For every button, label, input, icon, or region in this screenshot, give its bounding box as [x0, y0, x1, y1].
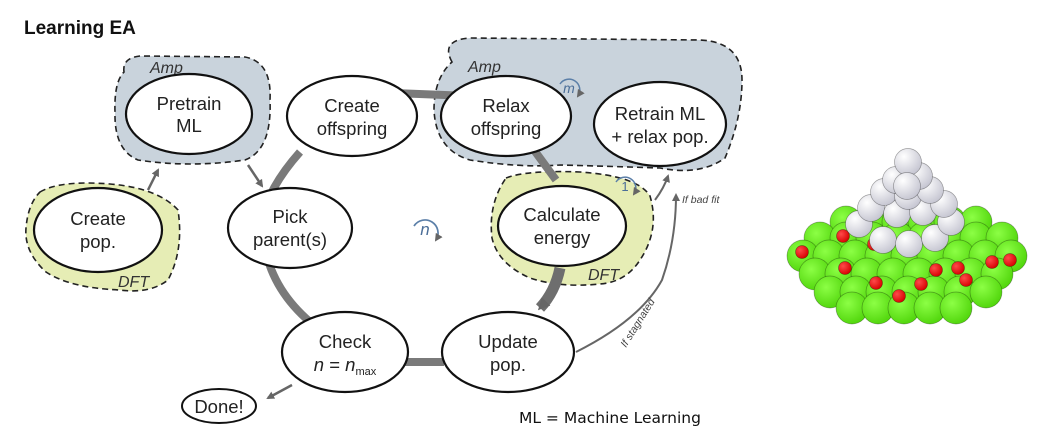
- node-update-pop: Update pop.: [440, 310, 576, 394]
- node-pretrain-ml: Pretrain ML: [124, 72, 254, 156]
- node-create-pop: Create pop.: [32, 186, 164, 274]
- node-relax-offspring-line2: offspring: [471, 118, 542, 139]
- node-create-offspring-line2: offspring: [317, 118, 388, 139]
- node-pick-parents-line2: parent(s): [253, 229, 327, 250]
- node-create-offspring-line1: Create: [324, 95, 380, 116]
- n-loop-label: n: [420, 220, 429, 239]
- red-atom: [914, 277, 928, 291]
- node-relax-offspring-line1: Relax: [482, 95, 530, 116]
- diagram-title: Learning EA: [24, 18, 136, 39]
- node-done-label: Done!: [194, 396, 243, 417]
- red-atom: [985, 255, 999, 269]
- amp-label-pretrain: Amp: [149, 60, 183, 77]
- node-relax-offspring: Relax offspring: [439, 74, 573, 158]
- red-atom: [929, 263, 943, 277]
- if-bad-fit-label: If bad fit: [682, 194, 720, 206]
- node-create-pop-line1: Create: [70, 208, 126, 229]
- node-retrain-ml-line2: + relax pop.: [611, 126, 708, 147]
- grey-atom: [869, 226, 897, 254]
- red-atom: [836, 229, 850, 243]
- red-atom: [892, 289, 906, 303]
- red-atom: [838, 261, 852, 275]
- grey-atom: [894, 148, 922, 176]
- node-retrain-ml: Retrain ML + relax pop.: [592, 80, 728, 168]
- one-loop-label: 1: [621, 179, 628, 194]
- node-create-pop-line2: pop.: [80, 231, 116, 252]
- red-atom: [951, 261, 965, 275]
- nanocluster-illustration: [786, 148, 1028, 325]
- grey-atom: [893, 172, 921, 200]
- node-retrain-ml-line1: Retrain ML: [615, 103, 705, 124]
- node-update-pop-line2: pop.: [490, 354, 526, 375]
- node-calculate-energy-line2: energy: [534, 227, 591, 248]
- node-update-pop-line1: Update: [478, 331, 538, 352]
- dft-label-create: DFT: [118, 274, 150, 291]
- grey-atom: [895, 230, 923, 258]
- red-atom: [795, 245, 809, 259]
- node-calculate-energy-line1: Calculate: [523, 204, 600, 225]
- one-loop-icon: 1: [615, 176, 641, 196]
- dft-label-energy: DFT: [588, 267, 620, 284]
- node-pick-parents-line1: Pick: [273, 206, 309, 227]
- green-atom: [969, 275, 1003, 309]
- node-pick-parents: Pick parent(s): [226, 186, 354, 270]
- amp-label-relax: Amp: [467, 59, 501, 76]
- node-create-offspring: Create offspring: [285, 74, 419, 158]
- arrows: [146, 164, 680, 400]
- green-atom: [939, 291, 973, 325]
- node-check: Check n = nmax: [280, 310, 410, 394]
- node-pretrain-ml-line2: ML: [176, 115, 202, 136]
- m-loop-label: m: [563, 80, 575, 96]
- node-check-line2: n = nmax: [314, 354, 377, 378]
- node-done: Done!: [181, 388, 257, 424]
- node-pretrain-ml-line1: Pretrain: [157, 93, 222, 114]
- footnote: ML = Machine Learning: [519, 409, 701, 427]
- node-check-line1: Check: [319, 331, 372, 352]
- red-atom: [869, 276, 883, 290]
- red-atom: [1003, 253, 1017, 267]
- m-loop-icon: m: [559, 78, 585, 98]
- red-atom: [959, 273, 973, 287]
- node-calculate-energy: Calculate energy: [496, 184, 628, 268]
- n-loop-icon: n: [413, 219, 443, 242]
